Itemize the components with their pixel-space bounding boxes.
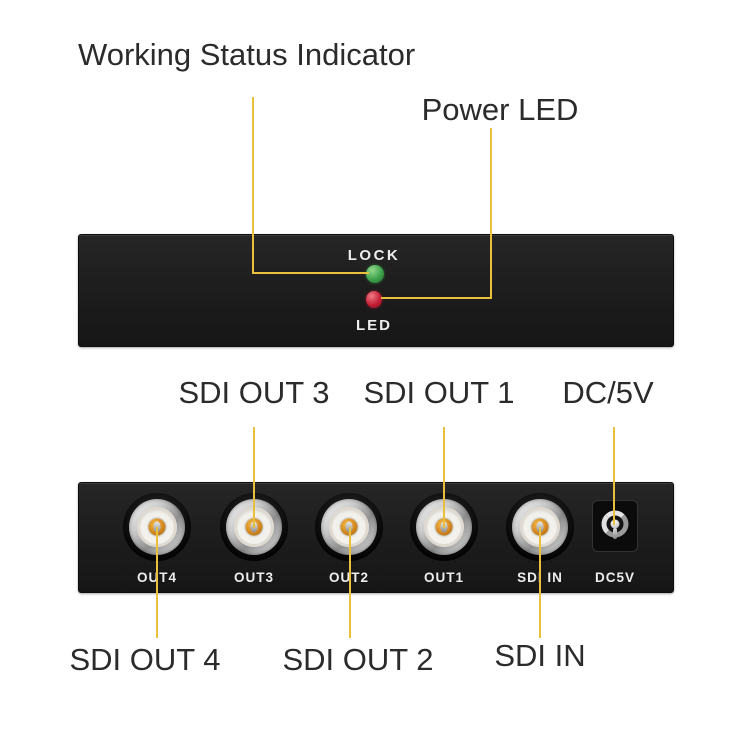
power-led-callout-line-vertical bbox=[490, 128, 492, 299]
dc-power-jack bbox=[592, 500, 638, 552]
sdi-out-2-callout-line bbox=[349, 527, 351, 638]
dc-5v-label: DC/5V bbox=[562, 375, 654, 410]
port-label-dc5v: DC5V bbox=[594, 570, 636, 585]
led-label: LED bbox=[356, 317, 392, 334]
sdi-out-3-callout-line bbox=[253, 427, 255, 528]
power-led-callout-line-horizontal bbox=[381, 297, 492, 299]
dc-jack-pin-stem bbox=[613, 528, 617, 539]
working-status-callout-line-vertical bbox=[252, 97, 254, 274]
sdi-out-1-label: SDI OUT 1 bbox=[363, 375, 515, 410]
power-led-icon bbox=[366, 291, 382, 308]
sdi-out-3-label: SDI OUT 3 bbox=[178, 375, 330, 410]
sdi-out-4-label: SDI OUT 4 bbox=[69, 642, 221, 677]
lock-label: LOCK bbox=[347, 247, 401, 264]
sdi-in-callout-line bbox=[539, 527, 541, 638]
dc-jack-pin bbox=[610, 519, 620, 529]
sdi-in-label: SDI IN bbox=[494, 638, 586, 673]
sdi-out-2-label: SDI OUT 2 bbox=[282, 642, 434, 677]
port-label-out1: OUT1 bbox=[423, 570, 465, 585]
front-panel bbox=[78, 234, 674, 347]
port-label-out3: OUT3 bbox=[233, 570, 275, 585]
working-status-indicator-label: Working Status Indicator bbox=[78, 37, 416, 72]
working-status-led-icon bbox=[366, 265, 384, 283]
dc-5v-callout-line bbox=[613, 427, 615, 525]
sdi-out-1-callout-line bbox=[443, 427, 445, 528]
power-led-label: Power LED bbox=[421, 92, 579, 127]
sdi-out-4-callout-line bbox=[156, 527, 158, 638]
working-status-callout-line-horizontal bbox=[252, 272, 369, 274]
